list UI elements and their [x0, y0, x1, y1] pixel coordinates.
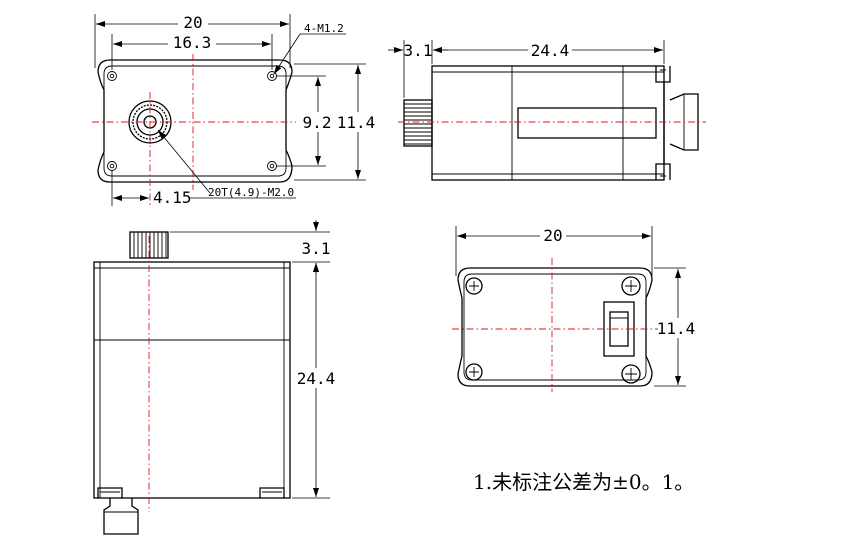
dim-top-height: 11.4 [337, 113, 376, 132]
mounting-hole-top-left [107, 71, 117, 81]
side-view-slot [517, 107, 657, 139]
dim-side-spline: 3.1 [404, 41, 433, 60]
screw-bottom-left [465, 363, 483, 381]
dim-front-spline: 3.1 [302, 239, 331, 258]
bottom-view-body-outline [457, 267, 653, 387]
bottom-view: 20 11.4 [452, 226, 695, 392]
dim-hole-spacing: 16.3 [173, 33, 212, 52]
dim-top-width: 20 [183, 13, 202, 32]
dim-side-length: 24.4 [531, 41, 570, 60]
output-spline-side [403, 99, 433, 147]
hole-callout: 4-M1.2 [304, 22, 344, 35]
dim-shaft-offset: 4.15 [153, 188, 192, 207]
output-spline-front [129, 231, 169, 259]
dim-hole-vertical: 9.2 [303, 113, 332, 132]
spline-callout: 20T(4.9)-M2.0 [208, 186, 294, 199]
screw-top-left [465, 277, 483, 295]
dim-bottom-width: 20 [543, 226, 562, 245]
mounting-hole-bottom-right [267, 161, 277, 171]
tolerance-note: 1.未标注公差为±0。1。 [473, 470, 695, 494]
top-view-body-outline [97, 59, 293, 183]
side-view: 3.1 24.4 [388, 40, 706, 181]
side-view-body [431, 65, 665, 181]
screw-bottom-right [621, 364, 641, 384]
mounting-hole-bottom-left [107, 161, 117, 171]
dim-front-length: 24.4 [297, 369, 336, 388]
top-view: 20 16.3 4-M1.2 9.2 11.4 4.15 20T(4.9)-M2… [92, 13, 375, 207]
front-view: 3.1 24.4 [93, 220, 336, 535]
front-view-body [93, 261, 291, 499]
dim-bottom-height: 11.4 [657, 319, 696, 338]
screw-top-right [621, 276, 641, 296]
